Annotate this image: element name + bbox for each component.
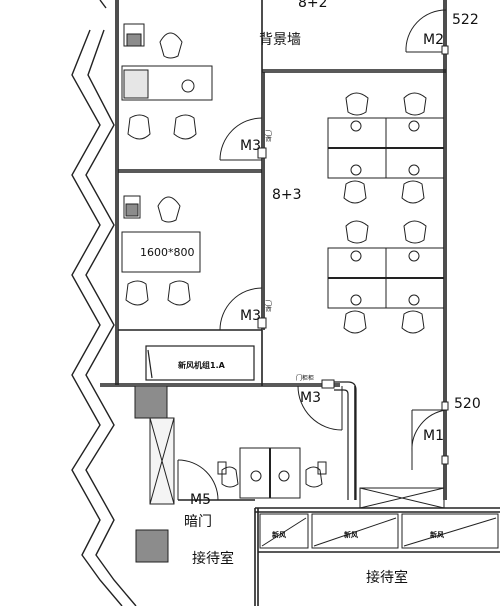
label-air-unit: 新风机组1.A [178, 360, 226, 370]
door-m2-swing [405, 9, 447, 53]
label-reception-bottom: 接待室 [366, 569, 408, 586]
label-background-wall: 背景墙 [259, 32, 301, 48]
label-top-cut: 8+2 [298, 0, 328, 11]
door-frame-markers [257, 45, 449, 465]
labels: 8+2 背景墙 522 M2 M3 门柜 8+3 1600*800 M3 门柜 … [140, 0, 481, 586]
door-m5-swing [177, 459, 219, 501]
label-room-8-3: 8+3 [272, 187, 302, 203]
door-m3-top-swing [219, 117, 263, 161]
office-2-furniture [121, 195, 201, 306]
door-m3-mid-swing [219, 287, 263, 331]
label-door-m2: M2 [423, 32, 444, 48]
label-door-m1: M1 [423, 428, 444, 444]
label-wall-unit-2: 新风 [344, 530, 358, 539]
label-door-m3-top: M3 [240, 138, 261, 154]
walls [100, 0, 500, 606]
workstation-cluster-2 [327, 220, 445, 334]
facade-zigzag-wall [71, 0, 137, 606]
door-m1-swing [411, 409, 447, 470]
label-door-m3-low: M3 [300, 390, 321, 406]
label-cabinet-top: 门柜 [264, 130, 272, 142]
air-unit-box [145, 345, 255, 381]
wall-units [259, 487, 499, 549]
label-wall-unit-3: 新风 [430, 530, 444, 539]
workstation-cluster-1 [327, 92, 445, 204]
label-cabinet-mid: 门柜 [264, 300, 272, 312]
label-wall-unit-1: 新风 [272, 530, 286, 539]
corridor-pipe [334, 381, 357, 500]
label-desk-size: 1600*800 [140, 246, 195, 259]
label-room-520: 520 [454, 396, 481, 412]
label-door-m5: M5 [190, 492, 211, 508]
label-cabinet-low: 门柜柜 [296, 374, 314, 382]
reception-furniture [217, 447, 327, 499]
office-1-furniture [121, 23, 213, 140]
label-room-522: 522 [452, 12, 479, 28]
label-door-m3-mid: M3 [240, 308, 261, 324]
label-reception-left: 接待室 [192, 550, 234, 567]
pipe-shaft [134, 385, 175, 563]
door-m3-low-swing [297, 385, 343, 431]
label-hidden-door: 暗门 [184, 514, 212, 530]
